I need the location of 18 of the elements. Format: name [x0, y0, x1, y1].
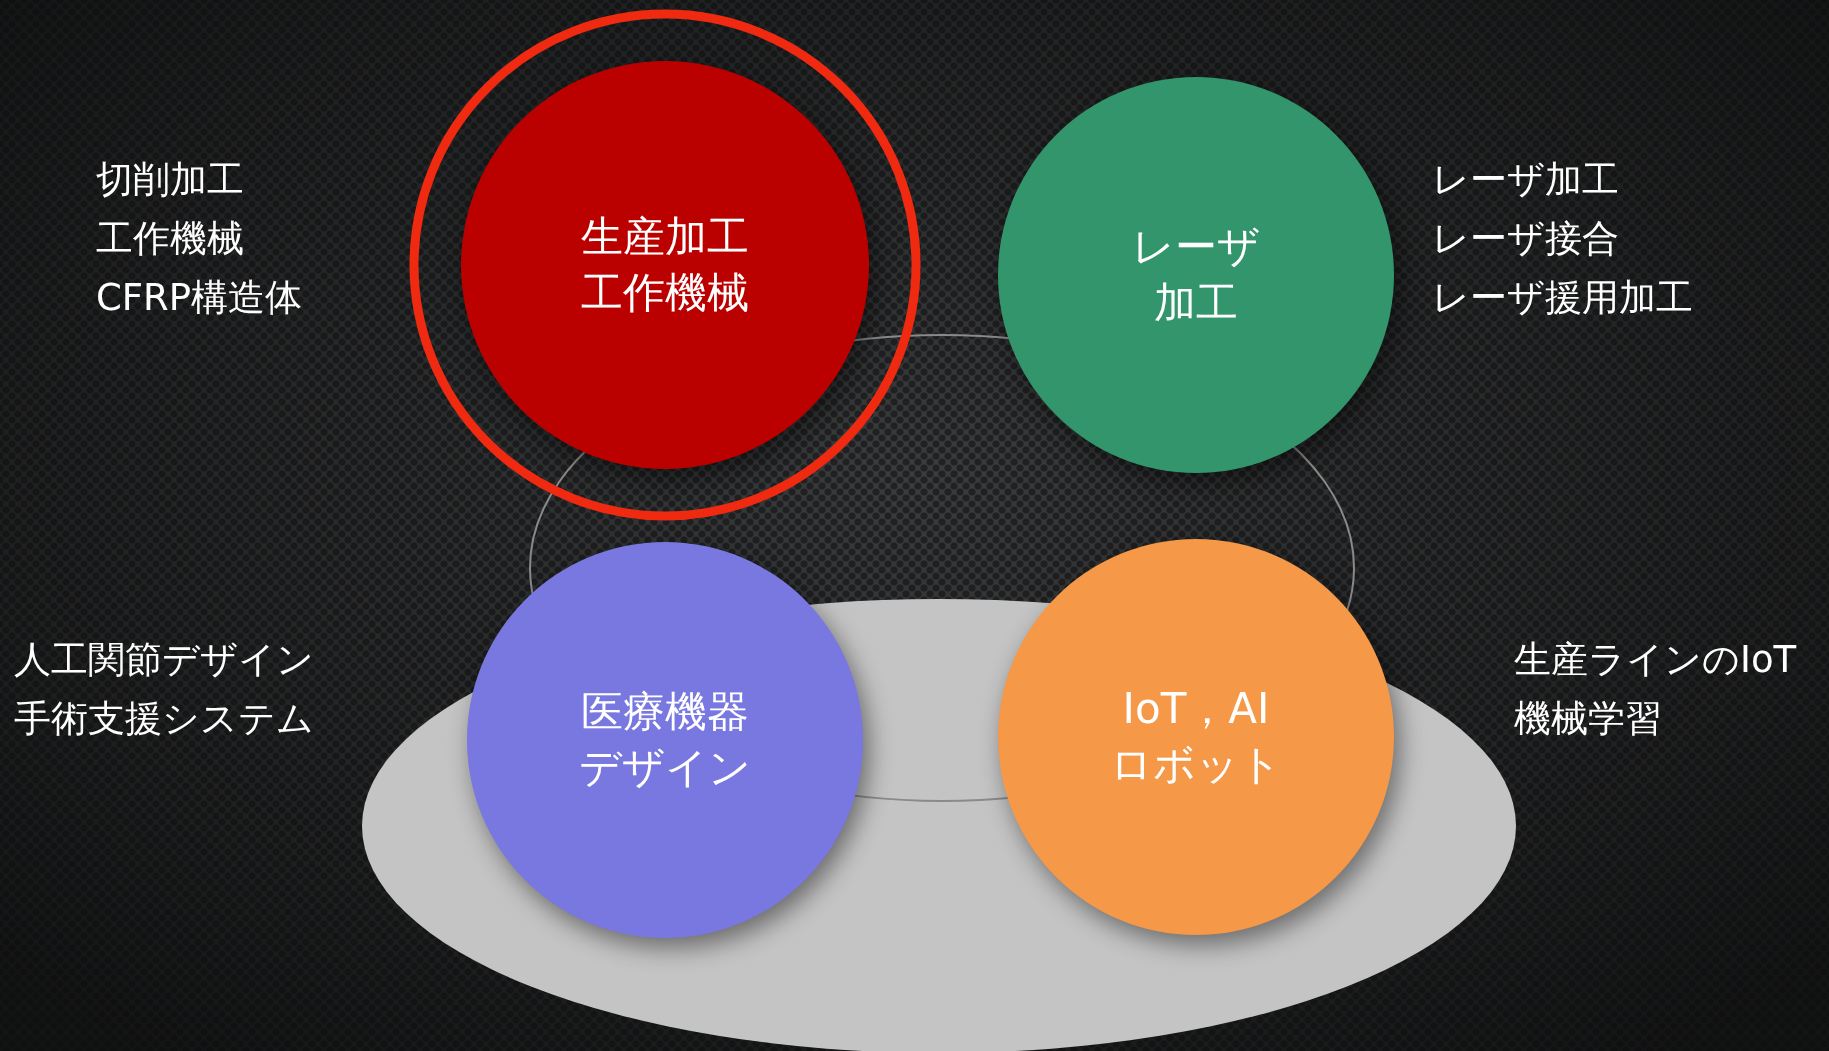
- topic-item: レーザ接合: [1432, 216, 1620, 262]
- topic-title: IoT，AI: [1122, 683, 1270, 735]
- topic-title: 加工: [1154, 277, 1238, 329]
- topic-item: CFRP構造体: [96, 275, 303, 321]
- topic-title: 生産加工: [581, 211, 749, 263]
- topic-title: 医療機器: [581, 686, 749, 738]
- topic-item: 手術支援システム: [14, 696, 314, 742]
- topic-item: 切削加工: [96, 157, 245, 203]
- topic-item: 工作機械: [96, 216, 245, 262]
- topic-item: 人工関節デザイン: [14, 637, 314, 683]
- topic-title: デザイン: [579, 742, 751, 794]
- topic-item: 生産ラインのIoT: [1514, 637, 1797, 683]
- topic-item: 機械学習: [1514, 696, 1663, 742]
- topic-title: 工作機械: [581, 267, 749, 319]
- topic-title: ロボット: [1110, 739, 1282, 791]
- topic-item: レーザ援用加工: [1432, 275, 1693, 321]
- topic-item: レーザ加工: [1432, 157, 1620, 203]
- topic-title: レーザ: [1132, 221, 1260, 273]
